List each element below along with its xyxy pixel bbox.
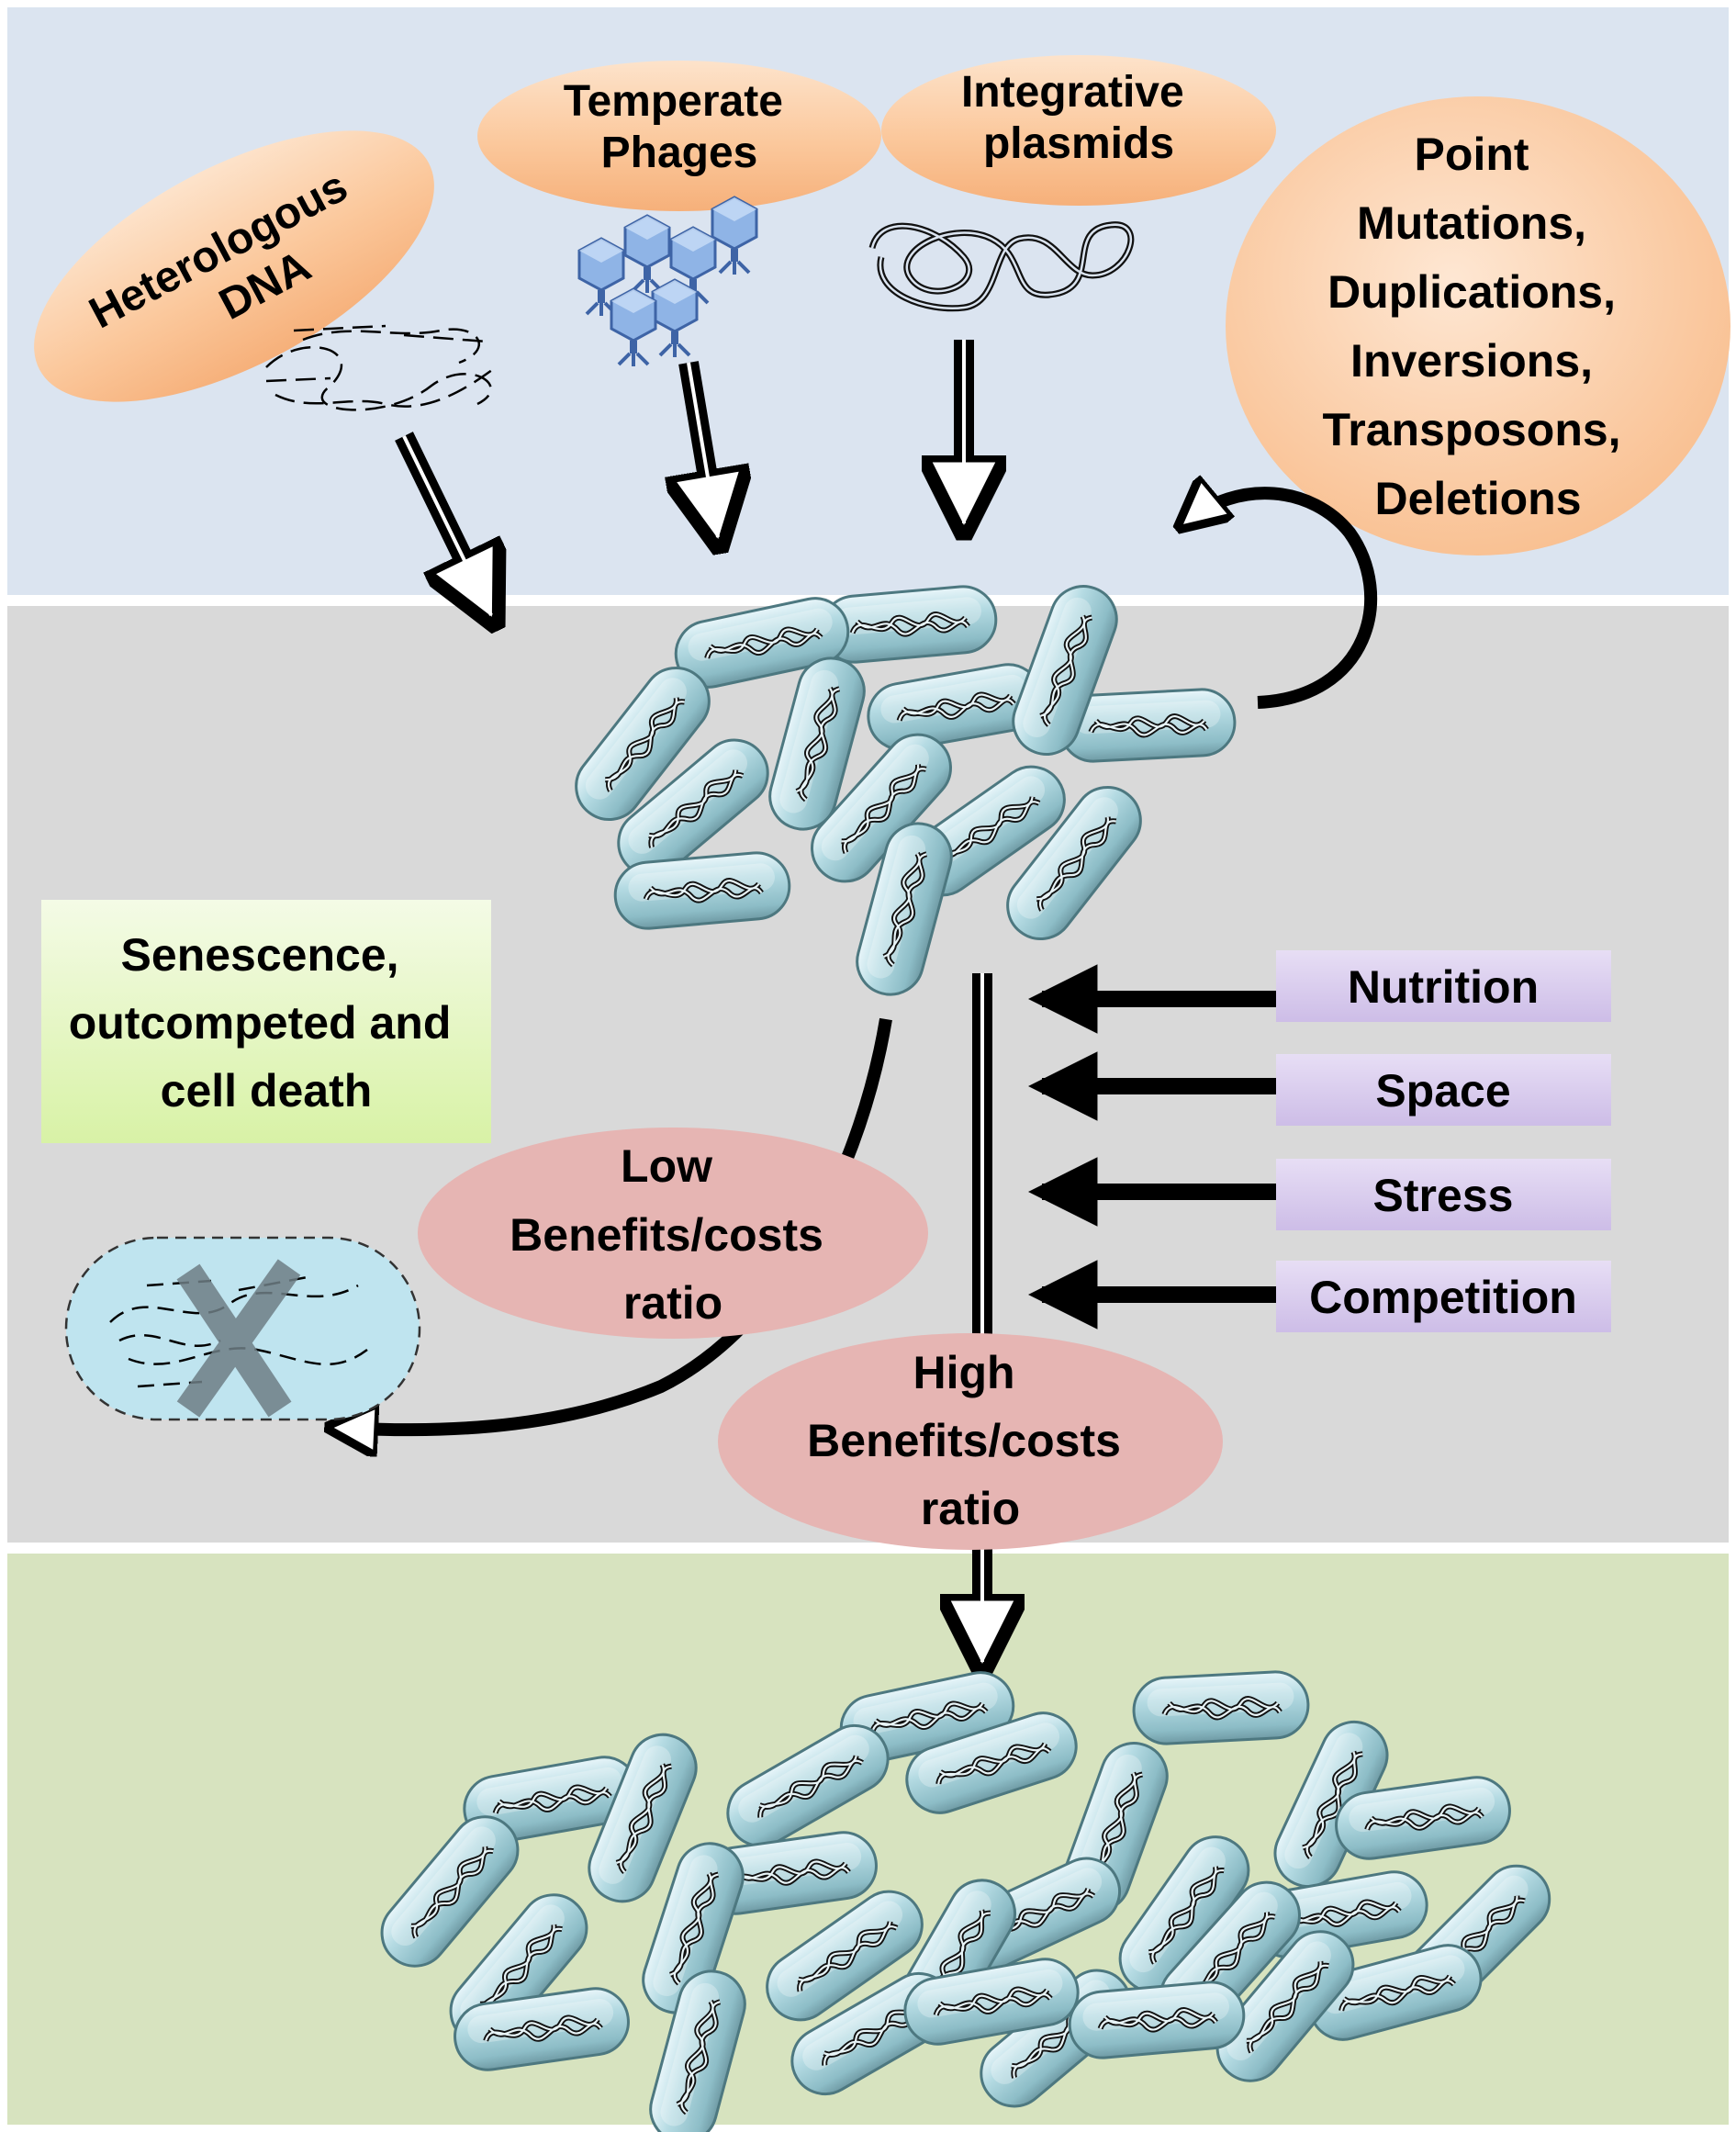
pressure-label-nutrition: Nutrition <box>1348 961 1539 1013</box>
genomic-changes-label-2: Mutations, <box>1357 197 1586 249</box>
high-ratio-oval: High Benefits/costs ratio <box>718 1333 1223 1550</box>
pressure-nutrition: Nutrition <box>1027 950 1611 1034</box>
temperate-phages-label-2: Phages <box>601 129 758 177</box>
senescence-label-3: cell death <box>161 1065 373 1116</box>
integrative-plasmids-oval: Integrative plasmids <box>881 55 1276 206</box>
phage-arrow <box>689 361 718 537</box>
pressure-label-stress: Stress <box>1373 1170 1514 1221</box>
low-ratio-label-2: Benefits/costs <box>510 1209 823 1261</box>
genomic-changes-circle: Point Mutations, Duplications, Inversion… <box>1226 96 1730 555</box>
high-ratio-label-1: High <box>913 1347 1015 1398</box>
self-mutation-arrow <box>1184 493 1377 709</box>
dna-arrow <box>395 432 491 615</box>
temperate-phages-oval: Temperate Phages <box>477 61 881 211</box>
genomic-changes-label-3: Duplications, <box>1327 266 1616 318</box>
low-ratio-label-3: ratio <box>623 1277 722 1329</box>
temperate-phages-label-1: Temperate <box>564 77 783 126</box>
plasmid-loop-icon <box>868 221 1135 312</box>
pressure-factors: Nutrition Space Stress Competition <box>1027 950 1611 1332</box>
svg-text:High Benefits/costs: High Benefits/costs ratio <box>807 1347 1134 1534</box>
x-mark-icon <box>176 1259 301 1418</box>
genomic-changes-label-6: Deletions <box>1374 473 1581 524</box>
integrative-plasmids-label-2: plasmids <box>983 119 1174 168</box>
pressure-stress: Stress <box>1027 1157 1611 1230</box>
genomic-changes-label-4: Inversions, <box>1350 335 1593 387</box>
bottom-cell-28 <box>1067 1980 1247 2060</box>
high-ratio-label-3: ratio <box>921 1483 1020 1534</box>
svg-text:Temperate Phages: Temperate Phages <box>564 77 796 177</box>
svg-text:Integrative plasmids: Integrative plasmids <box>961 68 1196 168</box>
svg-text:Point Mutations, D: Point Mutations, Duplications, Inversion… <box>1323 129 1634 524</box>
svg-text:Low Benefits/costs: Low Benefits/costs ratio <box>510 1140 836 1329</box>
low-ratio-label-1: Low <box>621 1140 712 1192</box>
death-arrow <box>335 1017 892 1430</box>
integrative-plasmids-label-1: Integrative <box>961 68 1184 117</box>
genomic-changes-label-5: Transposons, <box>1323 404 1621 455</box>
dead-cell <box>64 1236 421 1421</box>
svg-text:Senescence, outcompeted: Senescence, outcompeted and cell death <box>69 929 465 1116</box>
senescence-label-1: Senescence, <box>121 929 399 981</box>
top-cell-12 <box>612 850 792 931</box>
pressure-label-competition: Competition <box>1309 1272 1577 1323</box>
senescence-box: Senescence, outcompeted and cell death <box>41 900 491 1143</box>
pressure-label-space: Space <box>1375 1065 1510 1116</box>
low-ratio-oval: Low Benefits/costs ratio <box>418 1128 928 1339</box>
pressure-competition: Competition <box>1027 1260 1611 1332</box>
input-arrows <box>395 340 1377 709</box>
bottom-cell-3 <box>1132 1670 1310 1745</box>
senescence-label-2: outcompeted and <box>69 997 452 1049</box>
genomic-changes-label-1: Point <box>1415 129 1529 180</box>
pressure-space: Space <box>1027 1051 1611 1126</box>
high-ratio-label-2: Benefits/costs <box>807 1415 1121 1466</box>
fragmented-dna-icon <box>265 324 497 411</box>
